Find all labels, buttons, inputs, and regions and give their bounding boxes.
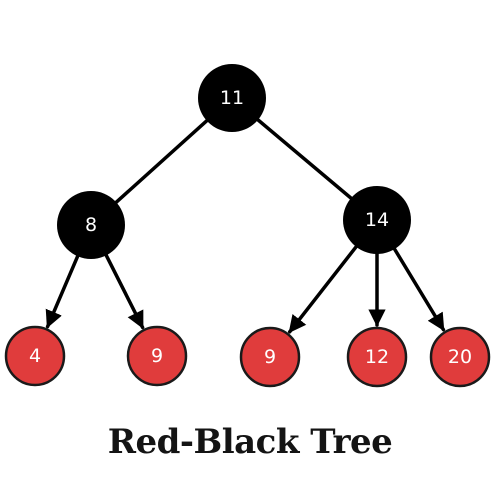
node-label: 12 [365,346,389,368]
node-circle [343,186,411,254]
node-label: 9 [264,346,276,368]
tree-node-4-red: 4 [4,325,66,387]
tree-node-9-red: 9 [239,326,301,388]
tree-node-20-red: 20 [429,326,491,388]
node-circle [429,326,491,388]
node-label: 9 [151,345,163,367]
tree-node-12-red: 12 [346,326,408,388]
node-circle [198,64,266,132]
edge-8-to-4 [45,254,80,329]
edges-layer [45,118,446,334]
node-circle [57,191,125,259]
node-label: 4 [29,345,41,367]
nodes-layer: 11 8 14 4 9 9 12 20 [4,64,491,388]
node-circle [4,325,66,387]
tree-node-11-black: 11 [198,64,266,132]
node-label: 8 [85,214,97,236]
node-label: 14 [365,209,389,231]
tree-node-8-black: 8 [57,191,125,259]
edge-11-to-8 [114,119,209,204]
edge-8-to-9 [104,253,145,330]
tree-node-9-red: 9 [126,325,188,387]
edge-14-to-20 [392,247,446,332]
node-circle [346,326,408,388]
edge-11-to-14 [256,118,353,200]
node-circle [239,326,301,388]
node-label: 20 [448,346,472,368]
tree-node-14-black: 14 [343,186,411,254]
diagram-title: Red-Black Tree [107,422,393,462]
edge-14-to-9 [287,245,358,334]
node-label: 11 [220,87,244,109]
node-circle [126,325,188,387]
